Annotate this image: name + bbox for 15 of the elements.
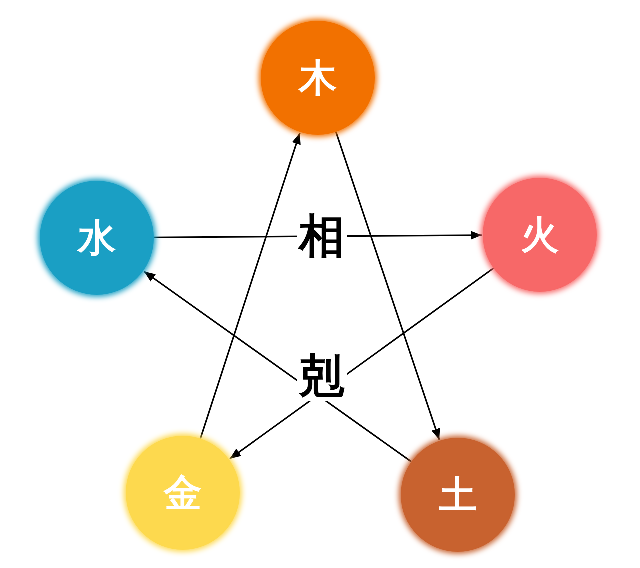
center-character: 剋 [297, 351, 347, 401]
element-circle [40, 181, 154, 295]
element-label: 土 [439, 476, 477, 514]
element-label: 水 [78, 219, 116, 257]
arrow [200, 132, 301, 440]
element-label: 木 [299, 59, 337, 97]
arrow [144, 270, 412, 463]
element-circle [261, 21, 375, 135]
element-circle [401, 438, 515, 552]
center-character: 相 [297, 211, 347, 261]
element-label: 金 [164, 474, 202, 512]
element-label: 火 [521, 216, 559, 254]
element-circle [126, 436, 240, 550]
element-circle [483, 178, 597, 292]
arrow [335, 132, 440, 440]
